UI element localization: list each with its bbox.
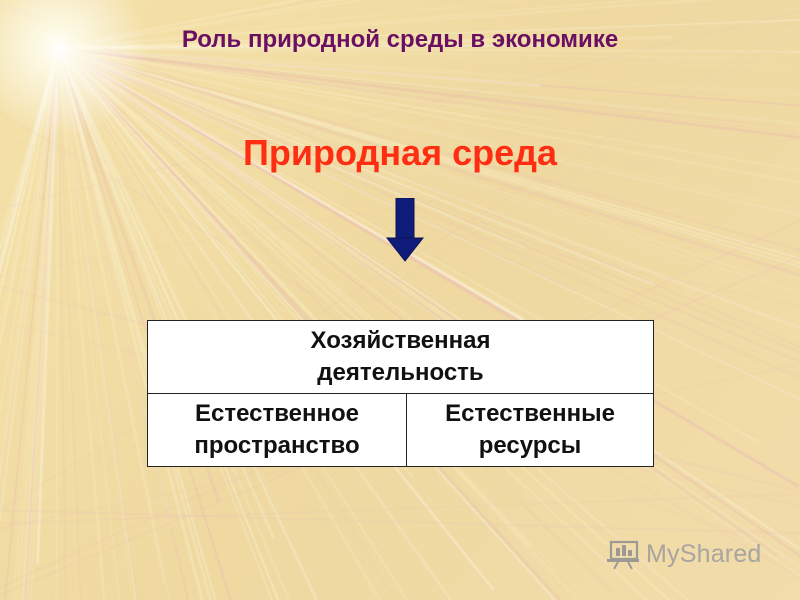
watermark-text: MyShared: [646, 539, 762, 568]
presentation-board-icon: [607, 540, 639, 570]
activity-table: Хозяйственная деятельность Естественное …: [147, 320, 654, 467]
table-cell-space: Естественное пространство: [148, 394, 407, 466]
slide-title: Роль природной среды в экономике: [181, 26, 619, 53]
table-header-cell: Хозяйственная деятельность: [148, 321, 653, 394]
down-arrow-icon: [385, 198, 425, 262]
table-cell-resources: Естественные ресурсы: [445, 399, 615, 459]
watermark: MyShared: [606, 538, 762, 570]
slide-subtitle: Природная среда: [242, 132, 558, 173]
